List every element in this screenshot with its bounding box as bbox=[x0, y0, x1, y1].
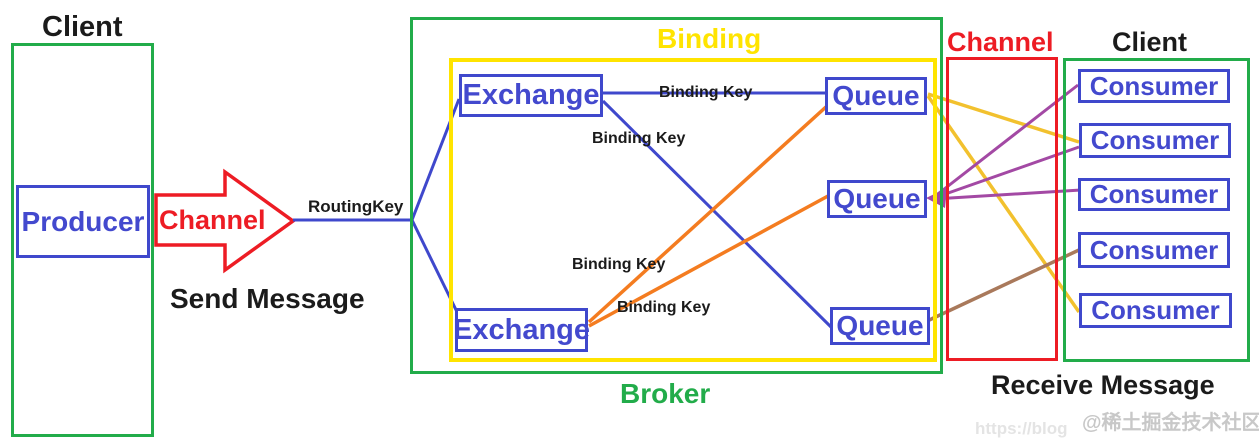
exchange-node-2: Exchange bbox=[453, 308, 590, 352]
consumer-node-5: Consumer bbox=[1079, 293, 1232, 328]
receive-message-label: Receive Message bbox=[991, 370, 1215, 400]
exchange-node-1: Exchange bbox=[459, 74, 603, 117]
consumer-node-1: Consumer bbox=[1078, 69, 1230, 103]
right-client-title: Client bbox=[1112, 27, 1188, 57]
edge-exchange2-queue2 bbox=[588, 194, 829, 328]
edge-exchange2-queue1 bbox=[587, 104, 829, 324]
edge-exchange1-queue3 bbox=[601, 99, 833, 329]
send-channel-arrow bbox=[154, 168, 296, 274]
edge-queue2-consumer2 bbox=[933, 145, 1080, 200]
binding-title: Binding bbox=[657, 23, 762, 54]
receive-channel-title: Channel bbox=[947, 27, 1054, 57]
binding-box bbox=[449, 58, 937, 362]
left-client-title: Client bbox=[42, 11, 123, 43]
send-channel-label: Channel bbox=[159, 205, 266, 235]
edge-queue3-consumer4 bbox=[924, 248, 1080, 324]
consumer-node-2: Consumer bbox=[1079, 123, 1231, 158]
binding-key-label-3: Binding Key bbox=[572, 256, 666, 273]
consumer-node-3: Consumer bbox=[1078, 178, 1230, 211]
left-client-box bbox=[11, 43, 154, 437]
queue-node-2: Queue bbox=[827, 180, 927, 218]
edge-queue1-consumer5 bbox=[926, 94, 1081, 314]
routing-key-label: RoutingKey bbox=[308, 197, 404, 216]
binding-key-label-4: Binding Key bbox=[617, 299, 711, 316]
queue-node-3: Queue bbox=[830, 307, 930, 345]
broker-box bbox=[410, 17, 943, 374]
edge-queue1-consumer2 bbox=[927, 92, 1080, 144]
consumer-node-4: Consumer bbox=[1078, 232, 1230, 268]
binding-key-label-1: Binding Key bbox=[659, 84, 753, 101]
binding-key-label-2: Binding Key bbox=[592, 130, 686, 147]
send-message-label: Send Message bbox=[170, 283, 365, 314]
watermark-community: @稀土掘金技术社区 bbox=[1082, 412, 1259, 434]
queue-node-1: Queue bbox=[825, 77, 927, 115]
right-client-box bbox=[1063, 58, 1250, 362]
edge-queue2-consumer1 bbox=[933, 83, 1079, 199]
producer-node: Producer bbox=[16, 185, 150, 258]
receive-channel-box bbox=[946, 57, 1058, 361]
watermark-url: https://blog bbox=[975, 419, 1068, 438]
broker-title: Broker bbox=[620, 378, 711, 409]
